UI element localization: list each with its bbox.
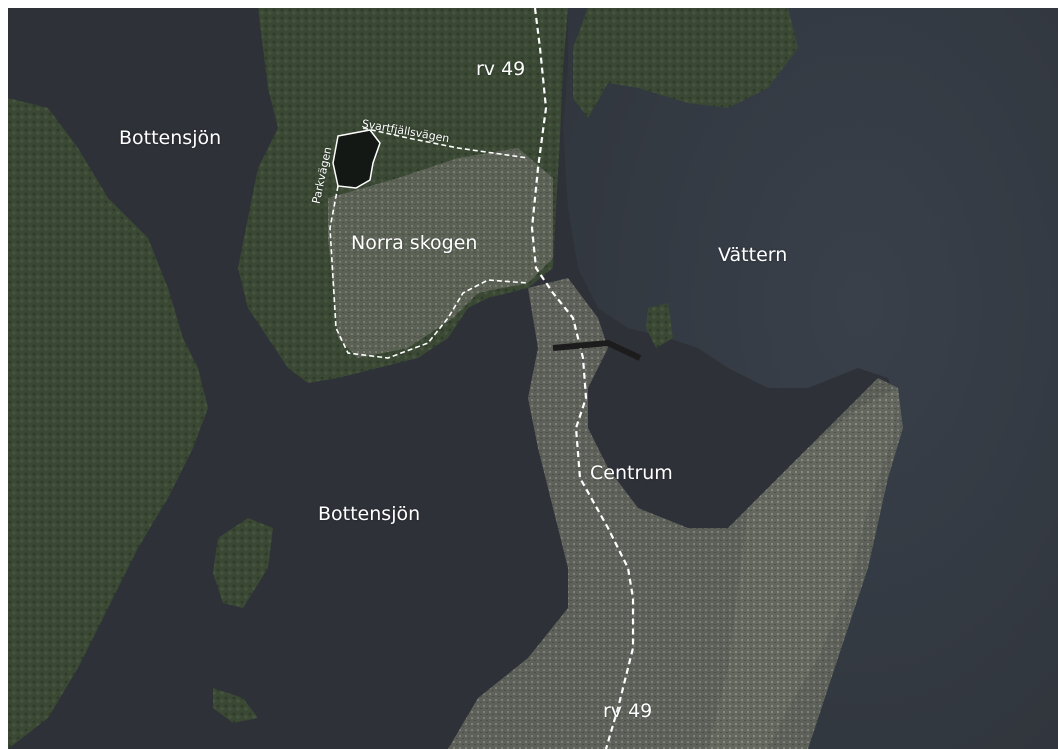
road-svartfjallsvagen-line <box>362 127 529 159</box>
north-urban-area <box>328 148 553 358</box>
north-east-forest <box>573 8 798 118</box>
island-bottensjon <box>213 518 273 608</box>
ring-road-line <box>329 185 529 359</box>
label-bottensjon-south: Bottensjön <box>318 503 421 525</box>
route-rv49-line <box>530 8 635 749</box>
island-small-south <box>213 688 258 723</box>
planning-site-area <box>332 129 381 189</box>
lake-vattern-water <box>563 8 1058 749</box>
islet-vattern <box>646 303 673 348</box>
east-peninsula <box>708 378 898 749</box>
label-rv49-south: rv 49 <box>603 700 653 722</box>
label-rv49-north: rv 49 <box>476 58 526 80</box>
western-forest <box>8 98 208 749</box>
label-centrum: Centrum <box>590 462 673 484</box>
label-vattern: Vättern <box>718 244 788 266</box>
label-norra-skogen: Norra skogen <box>351 232 478 254</box>
satellite-map: Bottensjön Bottensjön Norra skogen Vätte… <box>8 8 1058 749</box>
bridge <box>552 339 642 361</box>
label-bottensjon-north: Bottensjön <box>119 127 222 149</box>
map-canvas <box>8 8 1058 749</box>
